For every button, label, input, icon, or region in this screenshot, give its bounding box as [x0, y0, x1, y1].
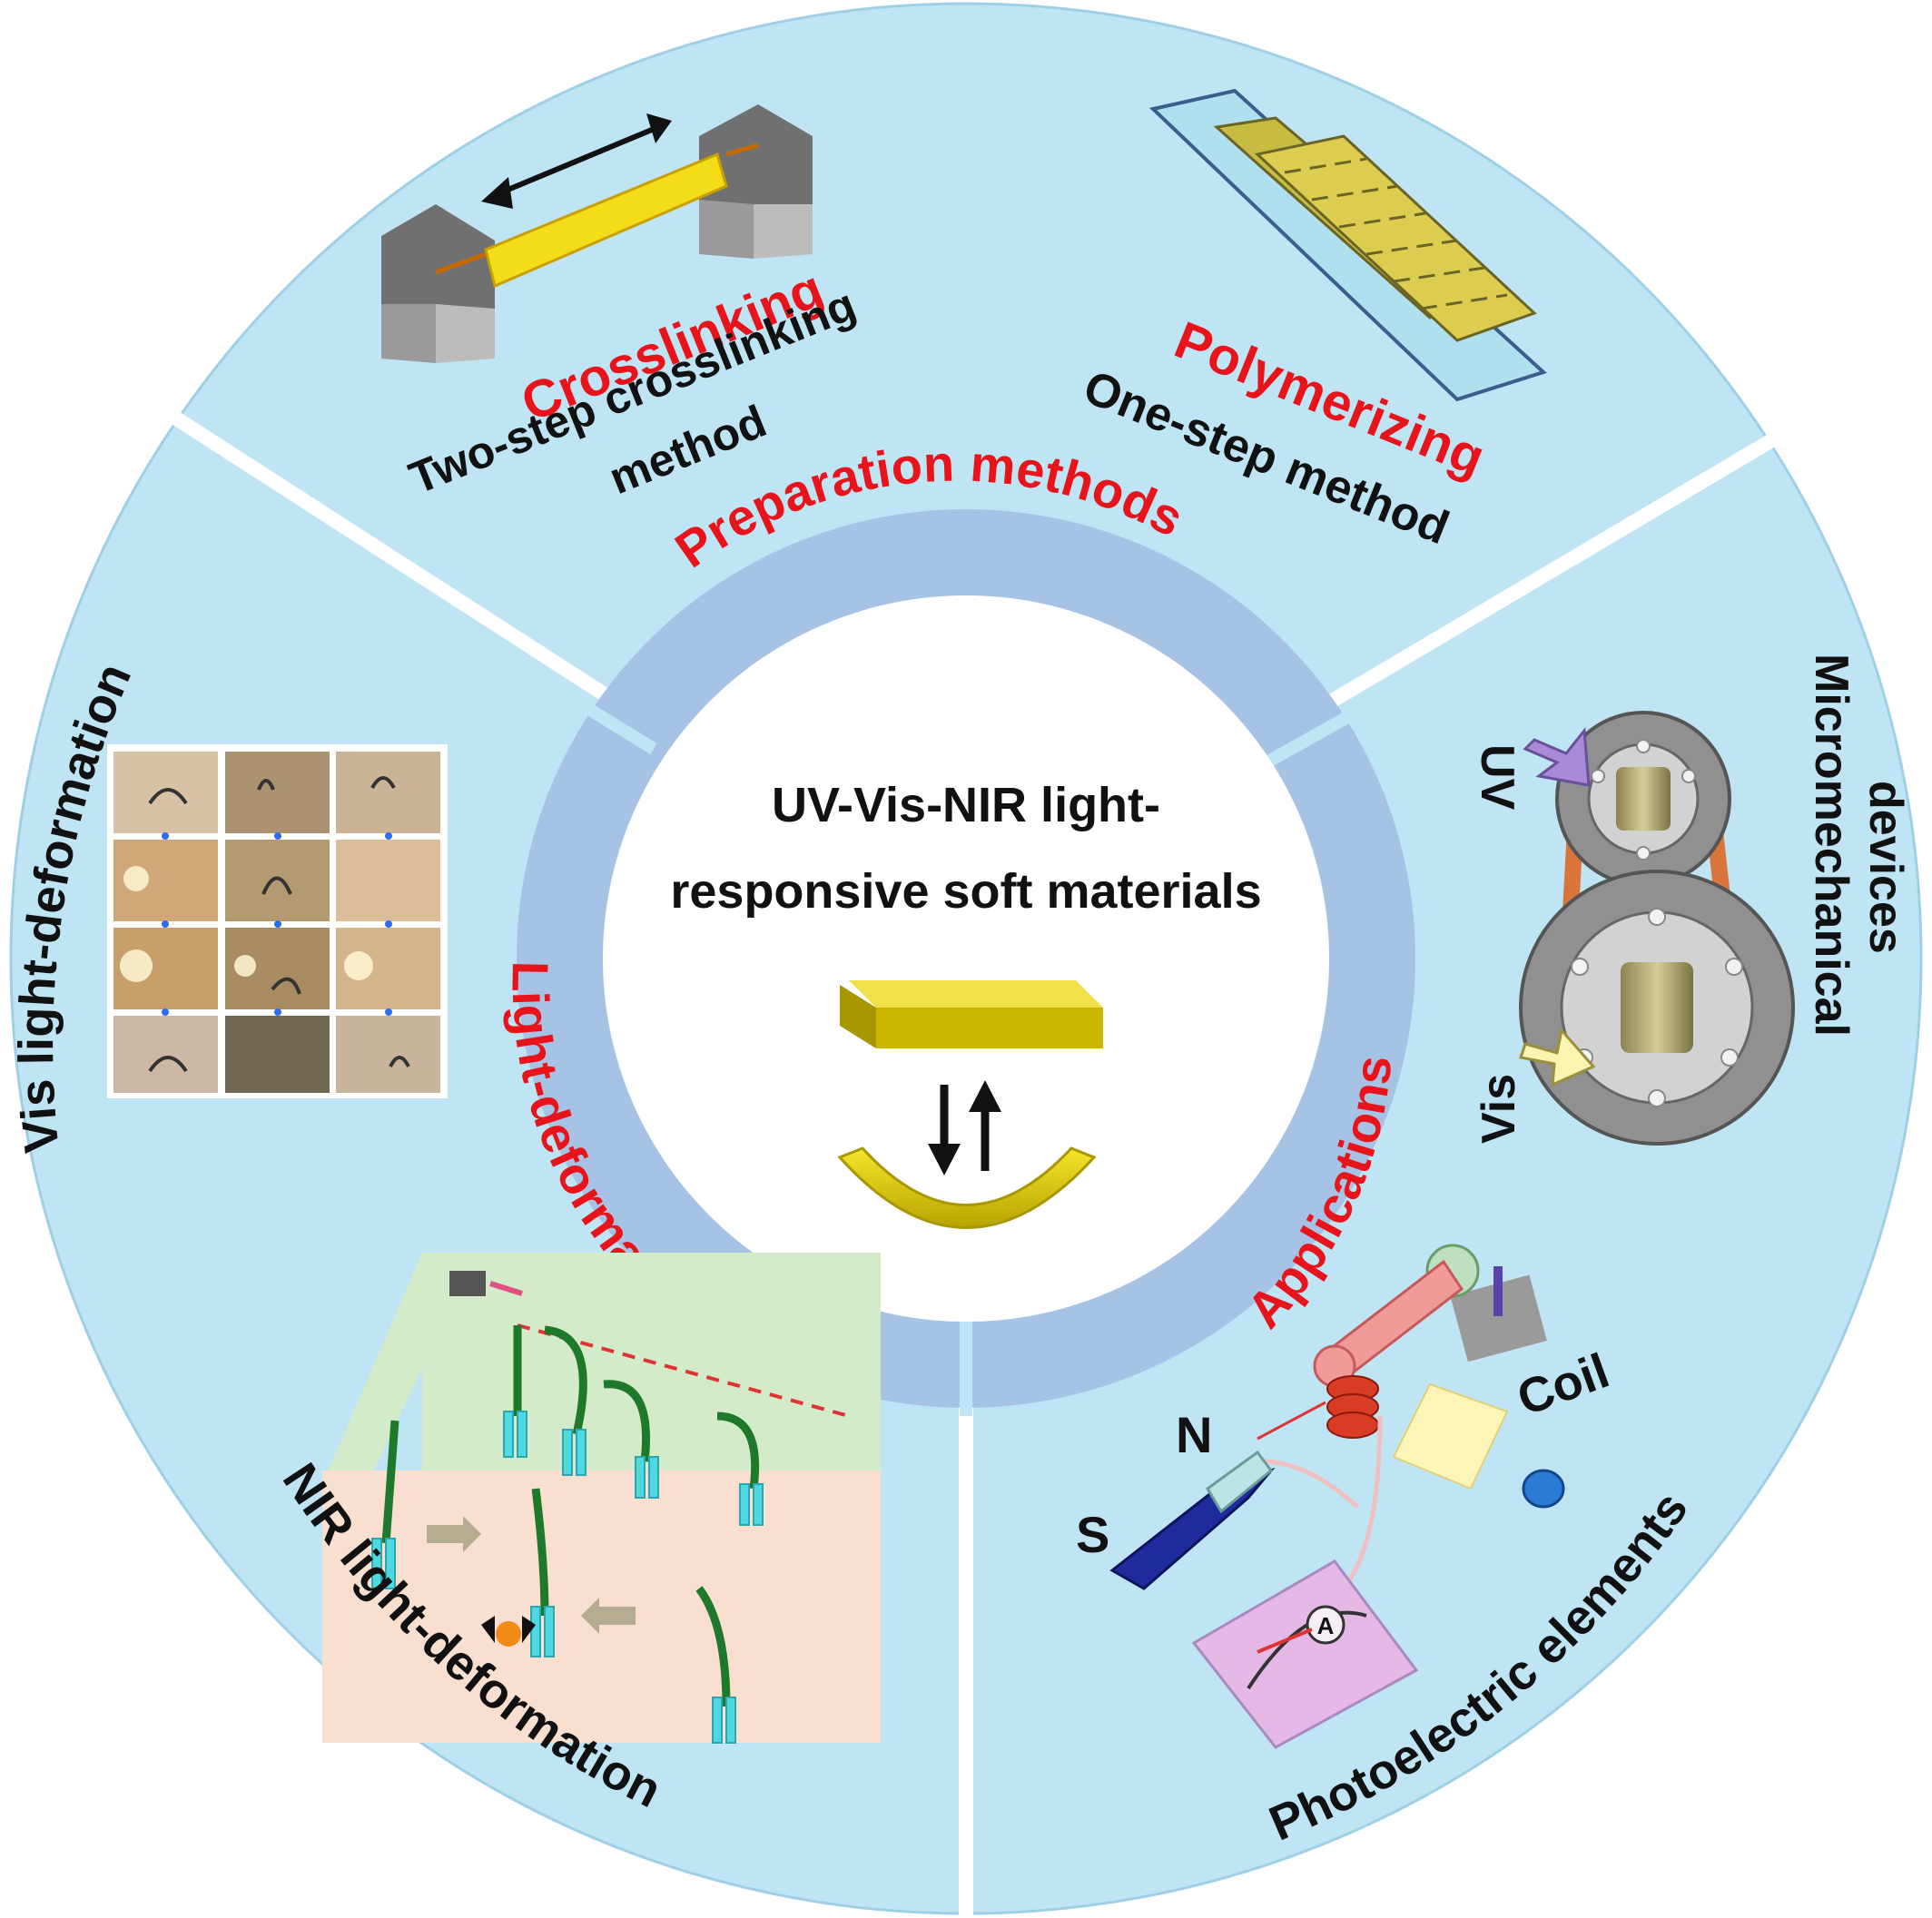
s-pole-label: S [1076, 1506, 1109, 1563]
micromechanical-label-2: devices [1859, 781, 1912, 954]
vis-deformation-photo-grid [107, 744, 448, 1098]
vis-label: Vis [1473, 1074, 1525, 1144]
photoelectric-illustration [1109, 1244, 1565, 1749]
micromechanical-label-1: Micromechanical [1805, 654, 1858, 1037]
center-title-line2: responsive soft materials [670, 864, 1261, 919]
bent-material-icon [837, 1146, 1097, 1229]
polymerizing-illustration [1148, 88, 1547, 402]
ring-divider-right [1263, 693, 1384, 769]
ammeter-label: A [1317, 1612, 1335, 1639]
divider-top-left [163, 407, 658, 733]
n-pole-label: N [1176, 1406, 1212, 1463]
nir-deformation-illustration [322, 1253, 881, 1744]
center-title-line1: UV-Vis-NIR light- [772, 778, 1160, 832]
crosslinking-illustration [381, 104, 813, 363]
center-disk [603, 595, 1329, 1322]
uv-label: UV [1471, 744, 1523, 811]
reversible-arrows-icon [928, 1080, 1001, 1175]
flat-material-icon [840, 980, 1103, 1048]
divider-top-right [1262, 429, 1784, 746]
ring-divider-left [532, 671, 657, 754]
micromechanical-illustration [1519, 711, 1795, 1146]
